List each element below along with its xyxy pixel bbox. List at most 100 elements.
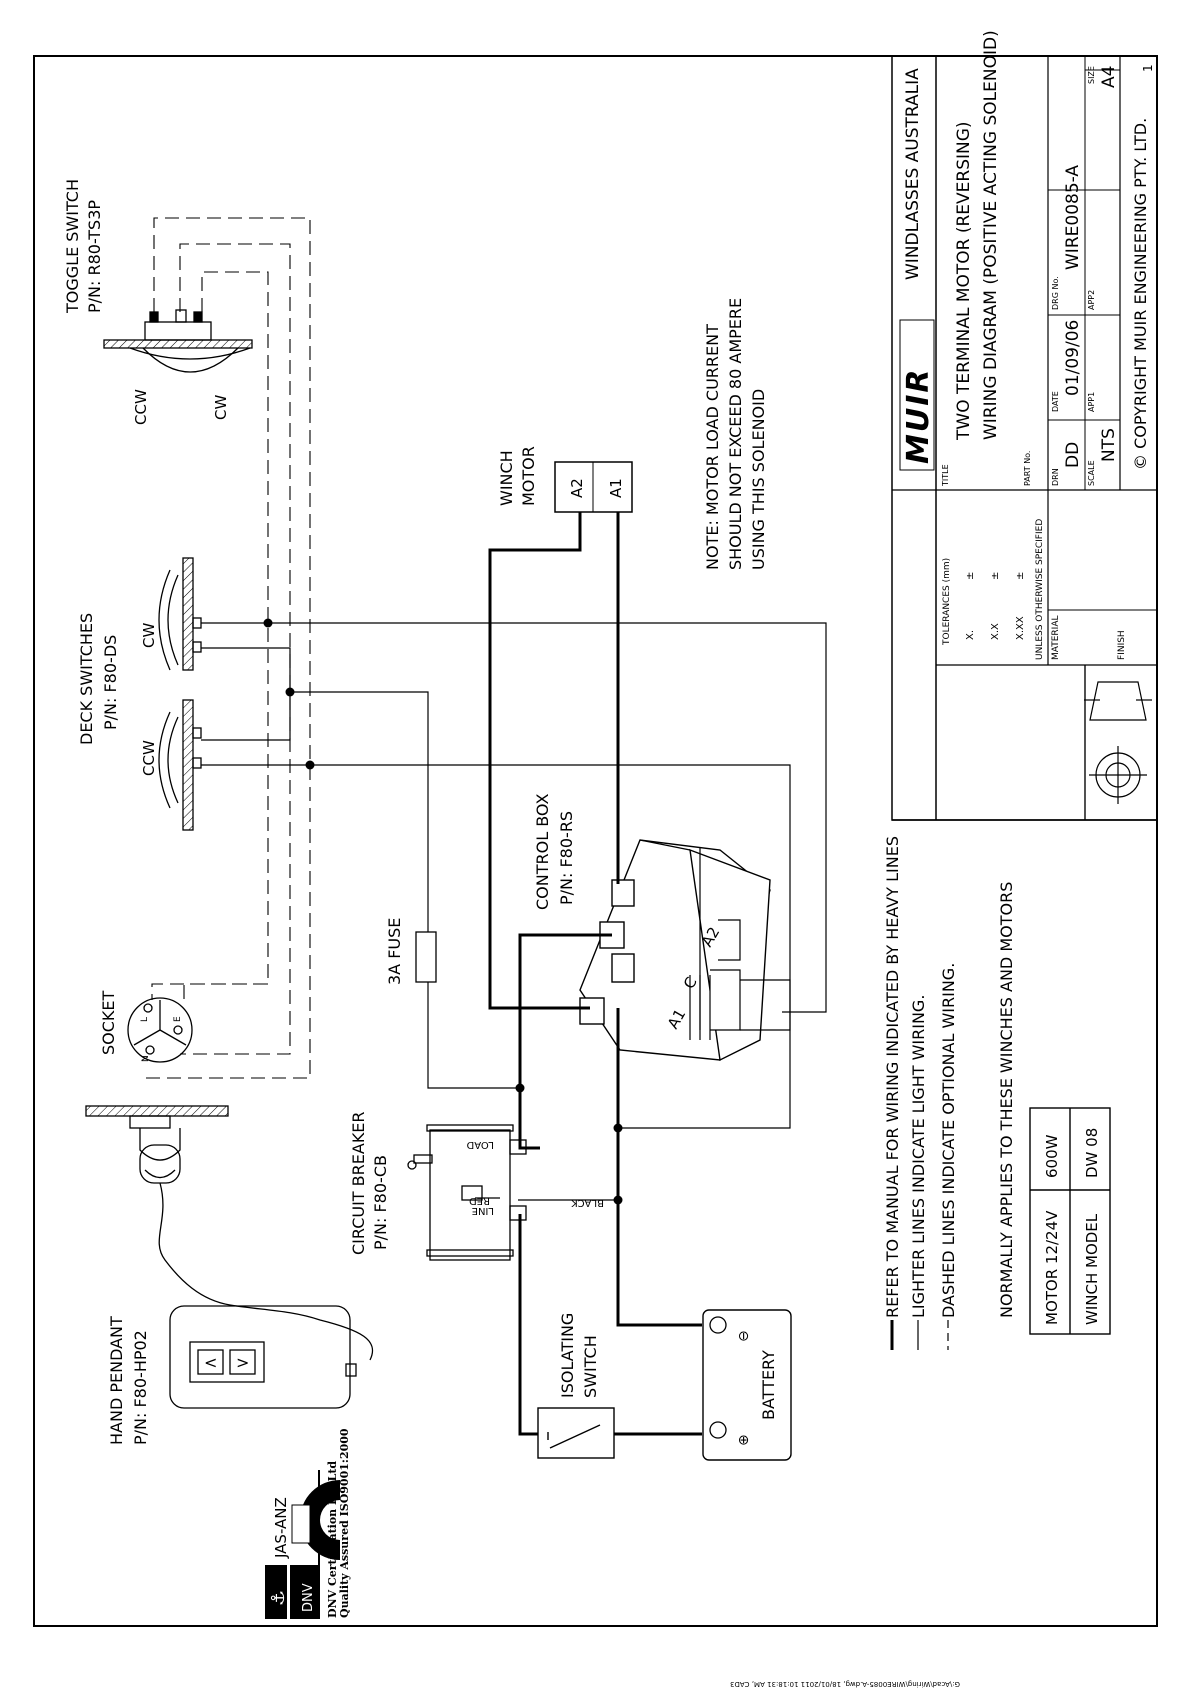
cert-line1: DNV Certification Pty Ltd	[326, 1461, 339, 1618]
dnv-text: DNV	[301, 1583, 316, 1612]
drawing-title-line1: TWO TERMINAL MOTOR (REVERSING)	[954, 121, 974, 441]
battery-minus-icon: ⊖	[736, 1330, 752, 1342]
size-value: A4	[1099, 66, 1119, 88]
legend-heavy-text: REFER TO MANUAL FOR WIRING INDICATED BY …	[883, 836, 902, 1318]
battery-plus-icon: ⊕	[736, 1434, 752, 1446]
note-line2: SHOULD NOT EXCEED 80 AMPERE	[726, 298, 745, 570]
tol-sign: ±	[1015, 572, 1026, 580]
winch-a2-label: A2	[568, 478, 586, 498]
deck-switch-cw	[158, 557, 202, 671]
deck-switches-pn: P/N: F80-DS	[101, 635, 120, 730]
winch-motor-label-1: WINCH	[497, 450, 516, 506]
cert-line2: Quality Assured ISO9001:2000	[338, 1428, 351, 1618]
isolating-switch-label-1: ISOLATING	[558, 1313, 577, 1398]
hand-pendant-label: HAND PENDANT	[107, 1316, 126, 1445]
sheet-number: 1	[1141, 64, 1155, 72]
winch-a1-label: A1	[607, 478, 625, 498]
cb-load-label: LOAD	[466, 1139, 494, 1150]
scale-value: NTS	[1099, 428, 1119, 462]
pendant-left-icon: <	[204, 1353, 217, 1372]
toggle-switch	[103, 309, 253, 373]
applies-text: NORMALLY APPLIES TO THESE WINCHES AND MO…	[997, 882, 1016, 1318]
company-name: WINDLASSES AUSTRALIA	[903, 68, 923, 280]
drg-no-label: DRG No.	[1051, 276, 1060, 310]
cb-line-label: LINE	[472, 1205, 494, 1216]
circuit-breaker-pn: P/N: F80-CB	[371, 1155, 390, 1250]
tolerance-rows: X. ± X.X ± X.XX ±	[965, 572, 1026, 640]
isolating-switch-label-2: SWITCH	[581, 1335, 600, 1398]
control-box-pn: P/N: F80-RS	[557, 811, 576, 905]
deck-cw-label: CW	[140, 623, 158, 648]
winch-motor-label-2: MOTOR	[519, 446, 538, 506]
muir-logo-text: MUIR	[901, 368, 936, 464]
size-label: SIZE	[1087, 66, 1096, 84]
tolerances-label: TOLERANCES (mm)	[942, 558, 952, 646]
battery-label: BATTERY	[759, 1350, 778, 1420]
part-no-label: PART No.	[1023, 451, 1032, 486]
tol-sign: ±	[990, 572, 1001, 580]
fuse-label: 3A FUSE	[385, 918, 404, 985]
date-value: 01/09/06	[1063, 320, 1083, 396]
cb-red-label: RED	[469, 1195, 490, 1206]
optional-wiring	[140, 217, 311, 1079]
deck-switches-label: DECK SWITCHES	[77, 613, 96, 745]
battery-negative-terminal	[709, 1316, 727, 1334]
hand-pendant-pn: P/N: F80-HP02	[131, 1330, 150, 1445]
battery-positive-terminal	[709, 1421, 727, 1439]
unless-specified: UNLESS OTHERWISE SPECIFIED	[1035, 519, 1045, 660]
control-box	[579, 839, 771, 1062]
legend: REFER TO MANUAL FOR WIRING INDICATED BY …	[883, 836, 1016, 1350]
muir-logo: MUIR	[899, 319, 936, 471]
drg-no-value: WIRE0085-A	[1063, 165, 1083, 270]
tol-row-x: X.	[965, 630, 976, 640]
black-wire-label: BLACK	[571, 1197, 604, 1208]
fuse	[415, 931, 437, 983]
winch-model-label: WINCH MODEL	[1083, 1213, 1101, 1325]
hand-pendant	[85, 1105, 374, 1409]
socket-n: N	[141, 1055, 151, 1062]
anchor-icon: ⚓	[268, 1590, 289, 1606]
light-wiring	[201, 622, 827, 1201]
note-line3: USING THIS SOLENOID	[749, 389, 768, 570]
drn-label: DRN	[1051, 468, 1060, 486]
app1-label: APP1	[1087, 392, 1096, 412]
jas-anz-text: JAS-ANZ	[272, 1497, 290, 1559]
battery	[702, 1309, 792, 1461]
file-path-footer: G:\Acad\Wiring\WIRE0085-A.dwg, 18/01/201…	[730, 1680, 960, 1688]
socket-e: E	[173, 1016, 183, 1022]
control-box-label: CONTROL BOX	[533, 794, 552, 910]
title-label: TITLE	[941, 464, 950, 487]
tol-sign: ±	[965, 572, 976, 580]
isolating-switch	[537, 1407, 615, 1459]
drawing-border	[33, 55, 1158, 1627]
scale-label: SCALE	[1087, 460, 1096, 486]
tol-row-xx: X.X	[990, 623, 1001, 640]
socket	[127, 997, 193, 1063]
app2-label: APP2	[1087, 290, 1096, 310]
circuit-breaker-label: CIRCUIT BREAKER	[349, 1111, 368, 1255]
note-line1: NOTE: MOTOR LOAD CURRENT	[703, 324, 722, 570]
wire-junctions	[263, 618, 623, 1205]
dnv-logo: ⚓ DNV	[265, 1565, 320, 1619]
drn-value: DD	[1063, 442, 1083, 468]
toggle-switch-label: TOGGLE SWITCH	[63, 179, 82, 314]
toggle-cw-label: CW	[212, 395, 230, 420]
projection-symbol	[1084, 665, 1152, 820]
toggle-switch-pn: P/N: R80-TS3P	[85, 200, 104, 313]
drawing-title-line2: WIRING DIAGRAM (POSITIVE ACTING SOLENOID…	[981, 30, 1001, 440]
motor-value: 600W	[1043, 1134, 1061, 1178]
winch-model-value: DW 08	[1083, 1128, 1101, 1178]
motor-label: MOTOR 12/24V	[1043, 1210, 1061, 1325]
model-table	[1029, 1107, 1111, 1335]
date-label: DATE	[1051, 391, 1060, 412]
toggle-ccw-label: CCW	[132, 389, 150, 425]
deck-switch-ccw	[158, 699, 202, 831]
finish-label: FINISH	[1117, 630, 1127, 660]
deck-ccw-label: CCW	[140, 740, 158, 776]
tol-row-xxx: X.XX	[1015, 616, 1026, 640]
pendant-right-icon: >	[236, 1353, 249, 1372]
copyright: © COPYRIGHT MUIR ENGINEERING PTY. LTD.	[1131, 118, 1150, 470]
socket-l: L	[140, 1017, 150, 1022]
material-label: MATERIAL	[1051, 616, 1061, 661]
